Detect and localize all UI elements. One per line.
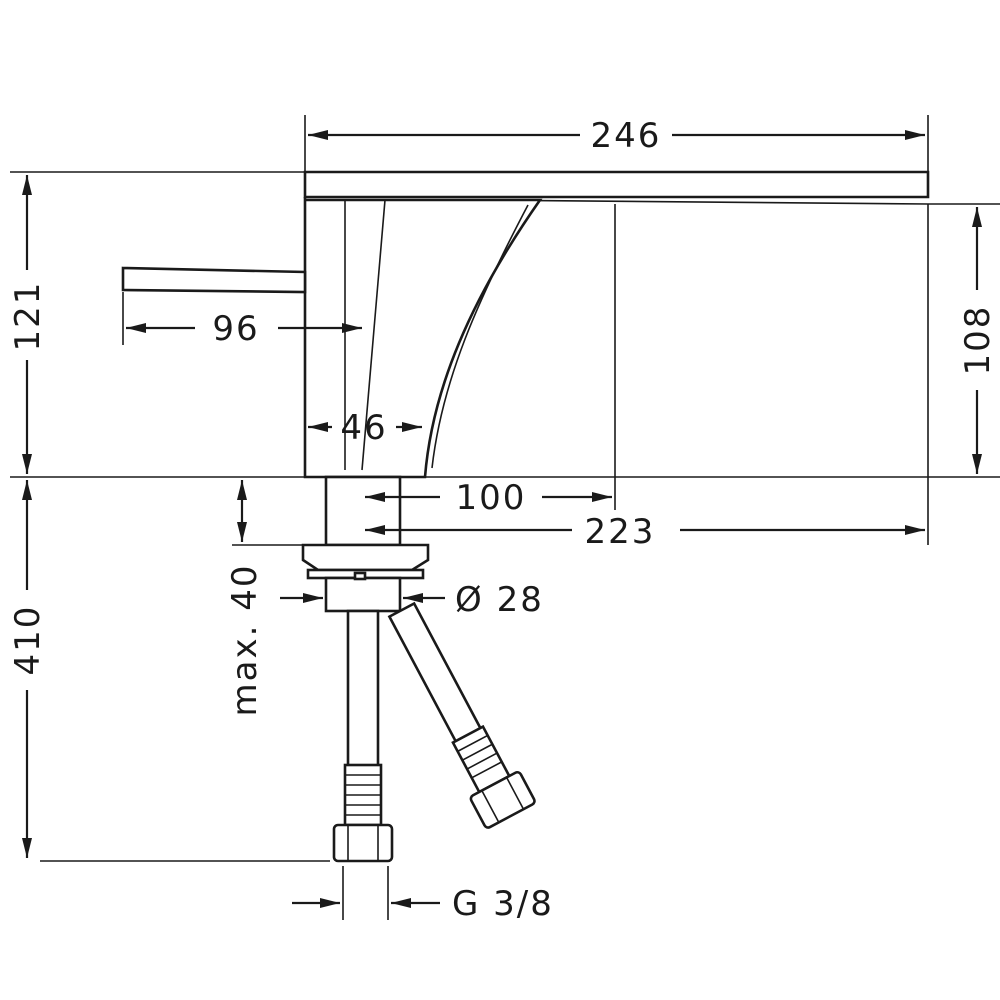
dim-246-label: 246 bbox=[591, 116, 662, 156]
dimension-labels: 246 121 96 46 108 100 223 max. 40 Ø 28 4… bbox=[8, 116, 998, 924]
dim-diameter-label: Ø 28 bbox=[455, 580, 544, 620]
dim-121-label: 121 bbox=[8, 281, 48, 352]
dim-46-label: 46 bbox=[340, 408, 387, 448]
dim-thread-label: G 3/8 bbox=[452, 884, 554, 924]
connection-nut-straight bbox=[332, 823, 394, 863]
supply-hose-straight bbox=[346, 609, 380, 773]
supply-hose-angled bbox=[387, 601, 536, 829]
dim-100-label: 100 bbox=[456, 478, 527, 518]
faucet-outline bbox=[121, 170, 930, 863]
dim-223-label: 223 bbox=[585, 512, 656, 552]
dim-410-label: 410 bbox=[8, 605, 48, 676]
faucet-body bbox=[303, 197, 543, 479]
dim-max40-label: max. 40 bbox=[225, 564, 265, 717]
dimension-lines bbox=[22, 130, 982, 908]
mounting-nut bbox=[301, 543, 430, 572]
dim-108-label: 108 bbox=[958, 305, 998, 376]
spout-top bbox=[303, 170, 930, 199]
extension-lines bbox=[10, 115, 1000, 920]
shank bbox=[324, 475, 402, 547]
dim-96-label: 96 bbox=[212, 309, 259, 349]
lever-handle bbox=[121, 266, 307, 294]
